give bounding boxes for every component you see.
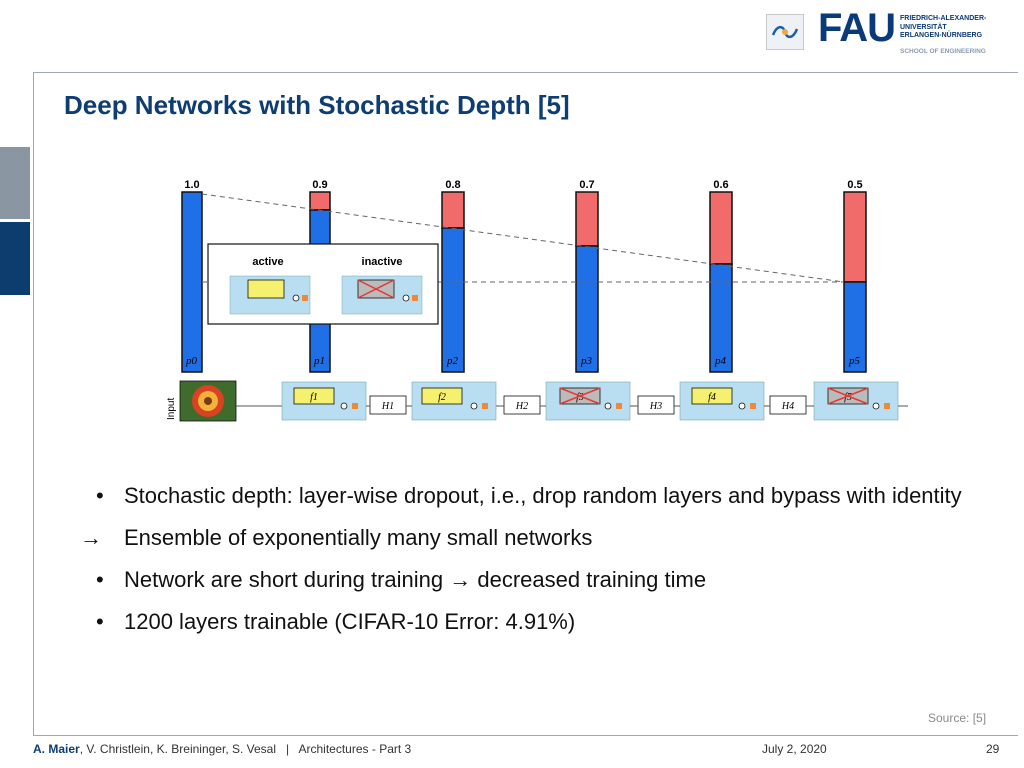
transition-label-h1: H1: [381, 401, 394, 412]
seal-logo-icon: [766, 14, 804, 50]
footer-credits: A. Maier, V. Christlein, K. Breininger, …: [33, 742, 411, 756]
bar-value-5: 0.5: [847, 179, 862, 191]
block-f5-dropped: f5: [813, 381, 899, 421]
arrow-right-icon: →: [80, 525, 102, 550]
bullet-item: • Stochastic depth: layer-wise dropout, …: [72, 478, 992, 514]
uni-line-2: UNIVERSITÄT: [900, 23, 947, 31]
source-citation: Source: [5]: [928, 711, 987, 725]
footer-authors: , V. Christlein, K. Breininger, S. Vesal: [79, 742, 277, 756]
bar-label-2: p2: [446, 355, 459, 367]
footer-lecture: Architectures - Part 3: [298, 742, 412, 756]
legend-box: active inactive: [207, 243, 439, 325]
transition-h1: [369, 395, 407, 415]
bar-label-1: p1: [313, 355, 325, 367]
school-label: SCHOOL OF ENGINEERING: [900, 48, 986, 55]
fau-logo: FAU: [818, 6, 896, 50]
bar-value-4: 0.6: [713, 179, 728, 191]
bullet-item: → Ensemble of exponentially many small n…: [72, 520, 992, 556]
bullet-list: • Stochastic depth: layer-wise dropout, …: [72, 478, 992, 646]
block-label-f5: f5: [844, 392, 852, 403]
bar-5: [843, 191, 867, 373]
footer-author-bold: A. Maier: [33, 742, 80, 756]
page-number: 29: [986, 742, 1000, 756]
bar-value-3: 0.7: [579, 179, 594, 191]
side-tab-upper: [0, 147, 30, 219]
bar-0: [181, 191, 203, 373]
block-label-f4: f4: [708, 392, 716, 403]
bar-label-0: p0: [185, 355, 198, 367]
block-f4: f4: [679, 381, 765, 421]
footer-separator: |: [286, 742, 290, 756]
input-image: [179, 380, 237, 422]
transition-h3: [637, 395, 675, 415]
uni-line-1: FRIEDRICH-ALEXANDER-: [900, 15, 987, 22]
transition-h2: [503, 395, 541, 415]
stochastic-depth-figure: 1.0 0.9 0.8 0.7 0.6 0.5 p0 p1 p2 p3 p4 p…: [160, 170, 920, 435]
bullet-dot-icon: •: [96, 567, 104, 592]
bullet-text: Stochastic depth: layer-wise dropout, i.…: [124, 483, 962, 508]
transition-label-h4: H4: [781, 401, 794, 412]
legend-active-label: active: [252, 256, 283, 268]
bullet-text: Network are short during training → decr…: [124, 567, 707, 592]
legend-inactive-label: inactive: [362, 256, 403, 268]
bar-value-2: 0.8: [445, 179, 460, 191]
uni-line-3: ERLANGEN-NÜRNBERG: [900, 32, 983, 39]
seal-graphic: [771, 25, 799, 39]
transition-h4: [769, 395, 807, 415]
trend-dashed-line: [201, 193, 845, 283]
bar-4: [709, 191, 733, 373]
university-name: FRIEDRICH-ALEXANDER- UNIVERSITÄT ERLANGE…: [900, 15, 986, 41]
block-f2: f2: [411, 381, 497, 421]
bullet-item: • Network are short during training → de…: [72, 562, 992, 598]
bar-label-5: p5: [848, 355, 861, 367]
slide-title: Deep Networks with Stochastic Depth [5]: [64, 90, 570, 120]
bullet-text: 1200 layers trainable (CIFAR-10 Error: 4…: [124, 609, 576, 634]
block-label-f1: f1: [310, 392, 318, 403]
figure-svg: 1.0 0.9 0.8 0.7 0.6 0.5 p0 p1 p2 p3 p4 p…: [166, 179, 908, 422]
bar-3: [575, 191, 599, 373]
transition-label-h2: H2: [515, 401, 528, 412]
input-label: Input: [166, 398, 177, 420]
block-label-f3: f3: [576, 392, 584, 403]
block-f1: f1: [281, 381, 367, 421]
bar-value-1: 0.9: [312, 179, 327, 191]
slide-frame: [33, 72, 1018, 736]
bullet-dot-icon: •: [96, 483, 104, 508]
bar-label-4: p4: [714, 355, 727, 367]
block-f3-dropped: f3: [545, 381, 631, 421]
bar-label-3: p3: [580, 355, 593, 367]
bar-value-0: 1.0: [184, 179, 199, 191]
side-tab-lower: [0, 222, 30, 295]
block-label-f2: f2: [438, 392, 446, 403]
bullet-dot-icon: •: [96, 609, 104, 634]
bullet-item: • 1200 layers trainable (CIFAR-10 Error:…: [72, 604, 992, 640]
footer-date: July 2, 2020: [762, 742, 827, 756]
transition-label-h3: H3: [649, 401, 662, 412]
bullet-text: Ensemble of exponentially many small net…: [124, 525, 593, 550]
